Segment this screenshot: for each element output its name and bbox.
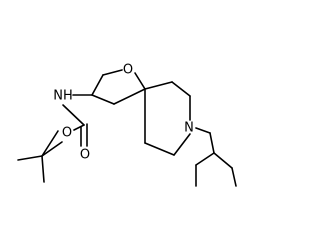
- amide-nh-label: NH: [53, 89, 73, 104]
- bond-ch2-to-ch: [209, 132, 215, 154]
- bond-tbu-quaternary-to-methyl-a: [41, 130, 59, 157]
- structure-canvas: O O O NH N: [17, 63, 237, 187]
- bond-carbonyl-carbon-to-nh: [62, 104, 85, 126]
- ring-nitrogen-label: N: [184, 121, 194, 136]
- ester-oxygen-label: O: [62, 126, 72, 141]
- bond-ring-oxygen-to-spiro: [134, 72, 146, 90]
- bond-lower-right-to-lower-left: [144, 142, 175, 156]
- bond-spiro-to-c4: [113, 88, 146, 105]
- bond-tbu-to-ester-oxygen: [41, 141, 63, 157]
- bond-ethyl-b-terminal: [231, 167, 237, 187]
- bond-pip-upper-to-upper-right: [171, 81, 191, 97]
- ring-oxygen-label: O: [123, 63, 133, 78]
- bond-ring-c2-to-oxygen: [102, 69, 123, 76]
- chemical-structure-diagram: O O O NH N: [17, 63, 237, 187]
- bond-nitrogen-to-ch2: [195, 127, 211, 134]
- bond-ester-oxygen-to-carbonyl-carbon: [73, 124, 85, 131]
- carbonyl-oxygen-label: O: [80, 148, 90, 163]
- bond-ring-c3-to-c2: [91, 74, 104, 96]
- bond-ch-to-ethyl-a: [195, 152, 215, 166]
- bond-c4-to-c3: [91, 94, 115, 105]
- bond-ch-to-ethyl-b: [213, 152, 233, 169]
- bond-spiro-to-pip-upper: [144, 81, 173, 90]
- bond-tbu-quaternary-to-methyl-c: [41, 155, 45, 183]
- bond-nitrogen-to-lower-right: [173, 133, 191, 156]
- bond-tbu-quaternary-to-methyl-b: [17, 155, 43, 161]
